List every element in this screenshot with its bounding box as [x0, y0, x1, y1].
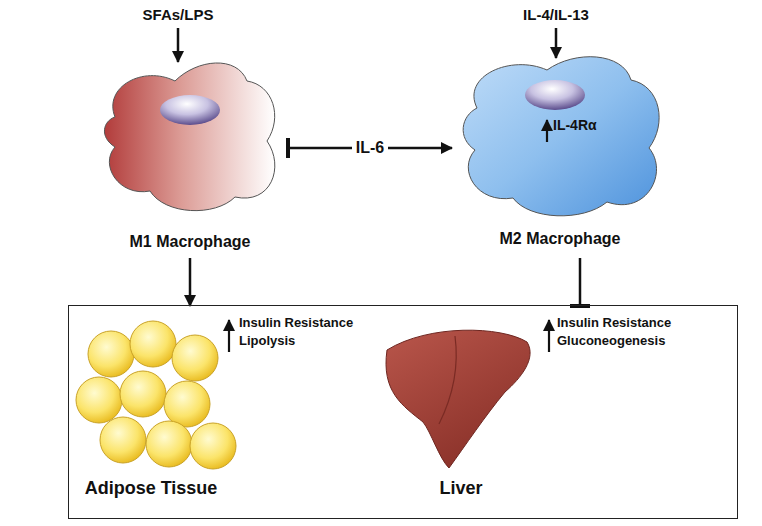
fat-cell — [88, 331, 134, 377]
increase-arrow — [546, 120, 548, 142]
connector — [579, 258, 582, 306]
stimulus-label: SFAs/LPS — [143, 6, 214, 24]
effect-text: Gluconeogenesis — [557, 334, 665, 349]
m1-macrophage: M1 Macrophage — [95, 55, 285, 255]
increase-arrow — [548, 320, 550, 352]
fat-cell — [190, 423, 236, 469]
m2-macrophage: IL-4Rα M2 Macrophage — [455, 50, 670, 255]
edge-label: IL-6 — [352, 138, 388, 157]
cell-nucleus — [160, 95, 220, 125]
cell-label: M1 Macrophage — [130, 233, 251, 251]
fat-cell — [130, 321, 176, 367]
effect-text: Insulin Resistance — [239, 316, 353, 331]
effect-text: Insulin Resistance — [557, 316, 671, 331]
cell-label: M2 Macrophage — [500, 230, 621, 248]
macrophage-body — [463, 57, 659, 216]
increase-arrow — [228, 320, 230, 352]
stimulus-arrow — [177, 28, 180, 62]
liver-organ-art — [369, 306, 731, 514]
liver-lobe-line — [439, 336, 456, 424]
m2-macrophage-art — [455, 50, 670, 255]
fat-cell — [164, 381, 210, 427]
stimulus-arrow — [555, 28, 558, 58]
macrophage-body — [104, 63, 274, 211]
fat-cell — [146, 421, 192, 467]
liver-organ: Insulin ResistanceGluconeogenesisLiver — [369, 306, 731, 514]
stimulus-label: IL-4/IL-13 — [523, 6, 589, 24]
receptor-label: IL-4Rα — [553, 117, 597, 133]
tissue-label: Adipose Tissue — [85, 478, 218, 499]
tissue-label: Liver — [439, 478, 482, 499]
liver-illustration — [386, 330, 530, 468]
adipose-tissue: Insulin ResistanceLipolysisAdipose Tissu… — [77, 306, 373, 514]
connector — [189, 258, 192, 306]
target-tissue-box: Insulin ResistanceLipolysisAdipose Tissu… — [68, 305, 738, 519]
cell-nucleus — [525, 80, 585, 110]
m1-macrophage-art — [95, 55, 285, 255]
fat-cell — [76, 377, 122, 423]
fat-cell — [120, 371, 166, 417]
effect-text: Lipolysis — [239, 334, 295, 349]
fat-cell — [100, 417, 146, 463]
fat-cell — [172, 335, 218, 381]
